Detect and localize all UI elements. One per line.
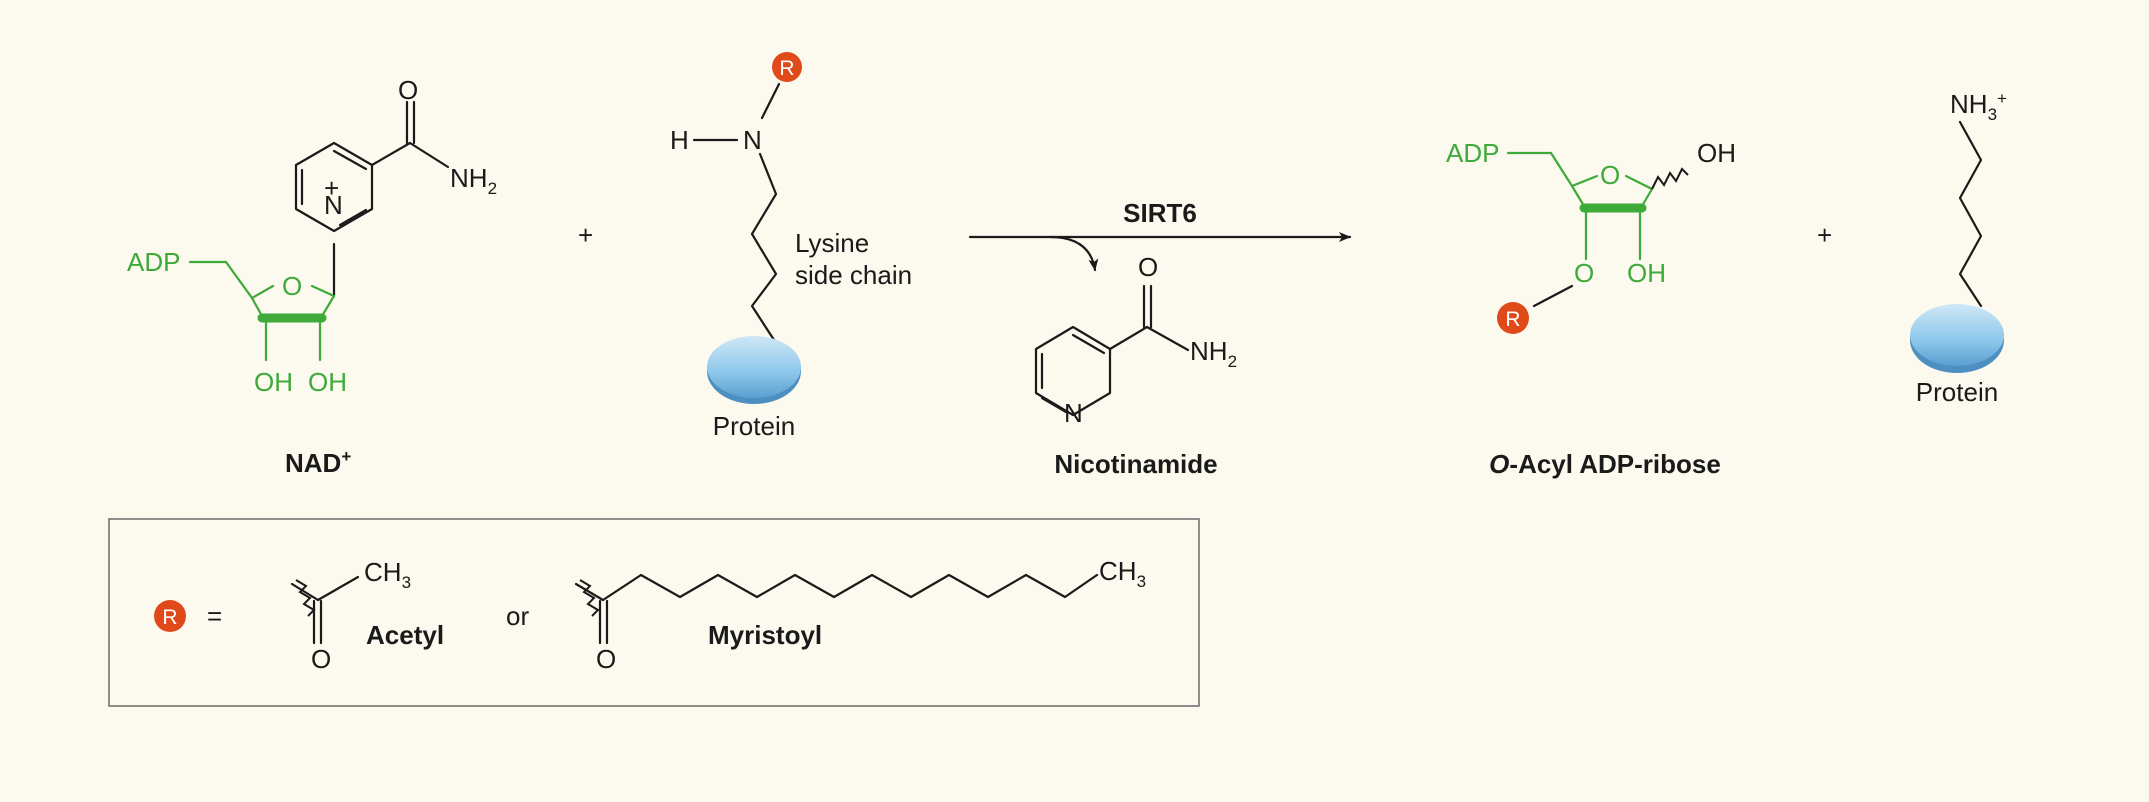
legend-equals: = xyxy=(207,601,222,631)
protein-blob-1 xyxy=(707,336,801,398)
release-arrow xyxy=(1048,235,1099,272)
enzyme-label: SIRT6 xyxy=(1123,198,1197,228)
myristoyl-wavy-bond xyxy=(579,579,600,617)
nicotinamide-nh2: NH2 xyxy=(1190,336,1237,371)
acetyl-label: Acetyl xyxy=(366,620,444,650)
product-wavy-bond xyxy=(1651,167,1689,190)
lysine-label-line1: Lysine xyxy=(795,228,869,258)
lysine-label-line2: side chain xyxy=(795,260,912,290)
protein-label-1: Protein xyxy=(713,411,795,441)
acetyl-ch3: CH3 xyxy=(364,557,411,592)
nad-caption: NAD+ xyxy=(285,447,351,478)
product-oh-top: OH xyxy=(1697,138,1736,168)
nad-ring-n: N xyxy=(324,190,343,220)
product-ribose-o: O xyxy=(1600,160,1620,190)
product-oh-bottom: OH xyxy=(1627,258,1666,288)
product-adp-label: ADP xyxy=(1446,138,1499,168)
legend-or: or xyxy=(506,601,529,631)
acetyl-wavy-bond xyxy=(295,579,316,617)
product-r-group: R xyxy=(1505,308,1520,331)
myristoyl-ch3: CH3 xyxy=(1099,556,1146,591)
product-r-group-circle xyxy=(1497,302,1529,334)
product-caption: O-Acyl ADP-ribose xyxy=(1489,449,1721,479)
legend-r: R xyxy=(162,606,177,629)
protein-blob-2 xyxy=(1910,304,2004,366)
nad-adp-label: ADP xyxy=(127,247,180,277)
lysine-substrate: R H N Lysine side chain Protein xyxy=(670,52,912,441)
lysine-h: H xyxy=(670,125,689,155)
acyl-adp-ribose-molecule: ADP O OH O OH R O-Acyl ADP-ribose xyxy=(1446,138,1736,479)
nicotinamide-ring xyxy=(1034,325,1112,417)
nad-oh-2: OH xyxy=(254,367,293,397)
lysine-r-group: R xyxy=(779,57,794,80)
pyridinium-ring xyxy=(294,141,374,233)
deacylated-protein: NH3+ Protein xyxy=(1910,89,2007,407)
legend-r-circle xyxy=(154,600,186,632)
nad-charge: + xyxy=(324,173,339,203)
protein-label-2: Protein xyxy=(1916,377,1998,407)
reaction-arrow: SIRT6 xyxy=(968,198,1352,272)
plus-sign-1: + xyxy=(578,220,593,250)
acetyl-o: O xyxy=(311,644,331,674)
myristoyl-o: O xyxy=(596,644,616,674)
legend-box xyxy=(108,518,1200,707)
product-lysine-chain xyxy=(1958,120,1983,308)
product-o-ester: O xyxy=(1574,258,1594,288)
nicotinamide-molecule: O NH2 N Nicotinamide xyxy=(1034,252,1237,479)
nicotinamide-o: O xyxy=(1138,252,1158,282)
product-nh3: NH3+ xyxy=(1950,89,2007,124)
nicotinamide-caption: Nicotinamide xyxy=(1054,449,1217,479)
lysine-r-group-circle xyxy=(772,52,802,82)
lysine-chain xyxy=(750,152,778,345)
nad-oh-3: OH xyxy=(308,367,347,397)
nad-ribose-o: O xyxy=(282,271,302,301)
nicotinamide-n: N xyxy=(1064,398,1083,428)
lysine-n: N xyxy=(743,125,762,155)
myristoyl-chain xyxy=(601,573,1099,602)
plus-sign-2: + xyxy=(1817,220,1832,250)
r-group-legend: R = CH3 O Acetyl or CH3 O Myristoyl xyxy=(108,518,1200,707)
nad-carbonyl-o: O xyxy=(398,75,418,105)
nad-molecule: O NH2 N + ADP O OH OH NAD+ xyxy=(127,75,497,478)
nad-nh2: NH2 xyxy=(450,163,497,198)
myristoyl-label: Myristoyl xyxy=(708,620,822,650)
